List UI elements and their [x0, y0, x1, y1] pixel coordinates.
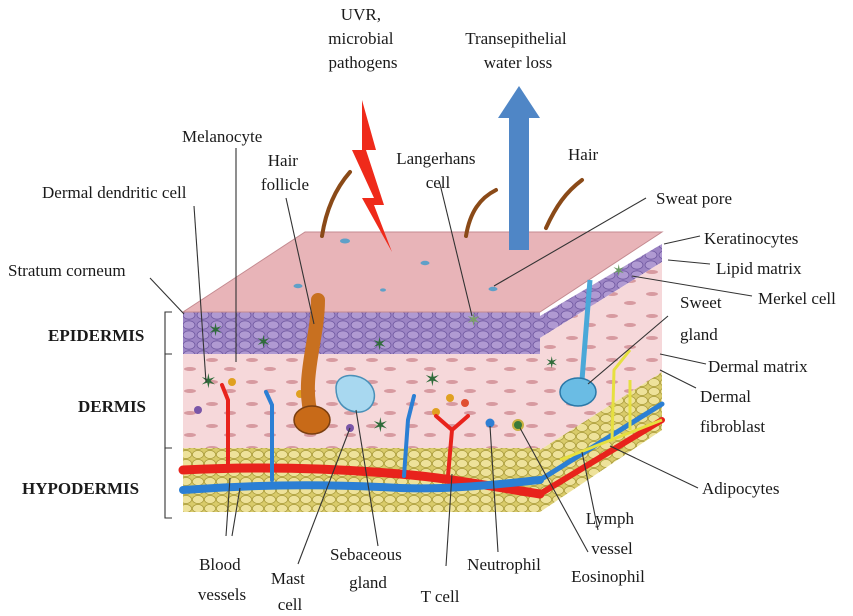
sweat-pore-label: Sweat pore	[656, 189, 732, 208]
stratum-corneum-label: Stratum corneum	[8, 261, 126, 280]
water-loss-label: Transepithelial water loss	[465, 29, 571, 72]
lymph-vessel-label: Lymph vessel	[586, 509, 638, 558]
svg-text:✶: ✶	[372, 334, 387, 354]
skin-block: ✶ ✶ ✶ ✶ ✶ ✶ ✶ ✶ ✶	[183, 232, 662, 512]
svg-text:✶: ✶	[612, 263, 625, 280]
adipocytes-label: Adipocytes	[702, 479, 779, 498]
svg-text:✶: ✶	[200, 371, 217, 393]
water-loss-arrow	[498, 86, 540, 250]
sweet-gland-label: Sweet gland	[680, 293, 726, 344]
t-cell-label: T cell	[421, 587, 460, 606]
sebaceous-label: Sebaceous gland	[330, 545, 406, 592]
hairs	[322, 172, 582, 236]
mast-cell-label: Mast cell	[271, 569, 309, 614]
eosinophil-label: Eosinophil	[571, 567, 645, 586]
langerhans-label: Langerhans cell	[396, 149, 480, 192]
hypodermis-label: HYPODERMIS	[22, 479, 139, 498]
neutrophil-label: Neutrophil	[467, 555, 541, 574]
melanocyte-label: Melanocyte	[182, 127, 262, 146]
uvr-label: UVR, microbial pathogens	[328, 5, 397, 72]
svg-text:✶: ✶	[545, 355, 558, 372]
keratinocytes-label: Keratinocytes	[704, 229, 798, 248]
dermal-fibroblast-label: Dermal fibroblast	[700, 387, 765, 436]
merkel-label: Merkel cell	[758, 289, 836, 308]
svg-text:✶: ✶	[424, 369, 441, 391]
svg-text:✶: ✶	[208, 320, 223, 340]
epidermis-label: EPIDERMIS	[48, 326, 144, 345]
layer-brackets	[165, 312, 172, 518]
hypodermis-front	[183, 448, 540, 512]
dermal-dendritic-label: Dermal dendritic cell	[42, 183, 187, 202]
dermis-label: DERMIS	[78, 397, 146, 416]
lipid-matrix-label: Lipid matrix	[716, 259, 802, 278]
svg-text:✶: ✶	[372, 415, 389, 437]
blood-vessels-label: Blood vessels	[198, 555, 246, 604]
dermal-matrix-label: Dermal matrix	[708, 357, 808, 376]
svg-text:✶: ✶	[256, 332, 271, 352]
hair-label: Hair	[568, 145, 599, 164]
hair-follicle-label: Hair follicle	[261, 151, 309, 194]
uvr-lightning	[352, 100, 392, 252]
svg-text:✶: ✶	[466, 310, 481, 330]
